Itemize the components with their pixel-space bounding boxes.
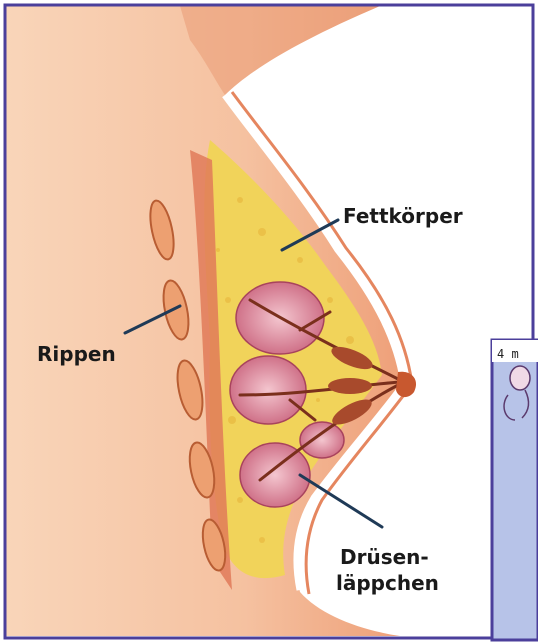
label-glandular-lobules-line2: läppchen xyxy=(336,570,439,596)
label-glandular-lobules-line1: Drüsen- xyxy=(340,544,429,570)
inset-panel xyxy=(492,340,538,640)
label-fat-body: Fettkörper xyxy=(343,203,463,229)
label-ribs: Rippen xyxy=(37,341,116,367)
inset-caption: 4 m xyxy=(497,347,519,361)
